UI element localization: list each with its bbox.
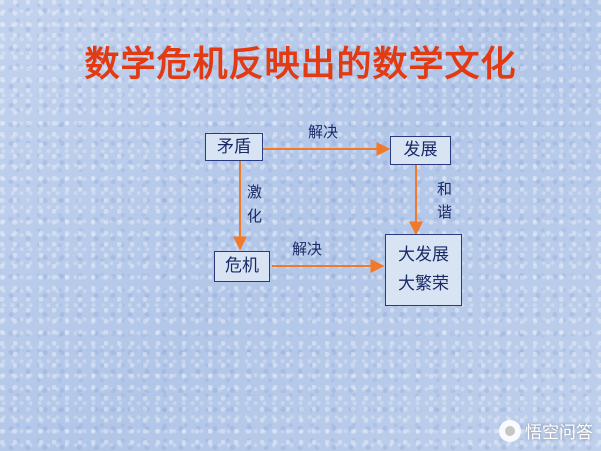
slide-title: 数学危机反映出的数学文化 <box>84 44 517 85</box>
node-crisis: 危机 <box>214 251 270 282</box>
edge-label-intensify-2: 化 <box>247 207 263 225</box>
edge-label-harmony-2: 谐 <box>437 203 453 221</box>
watermark: 悟空问答 <box>499 418 593 443</box>
node-big-prosperity-label: 大繁荣 <box>398 274 449 294</box>
node-crisis-label: 危机 <box>225 256 259 276</box>
watermark-text: 悟空问答 <box>525 423 593 443</box>
node-development-label: 发展 <box>403 140 438 160</box>
node-contradiction: 矛盾 <box>205 133 263 161</box>
node-development: 发展 <box>390 136 451 165</box>
node-big-development-prosperity: 大发展 大繁荣 <box>385 234 462 306</box>
edge-label-bottom-resolve: 解决 <box>292 240 323 258</box>
edge-label-top-resolve: 解决 <box>308 123 339 141</box>
node-contradiction-label: 矛盾 <box>217 137 251 157</box>
toutiao-wenda-logo-icon <box>499 419 521 442</box>
edge-label-intensify-1: 激 <box>247 183 263 201</box>
node-big-development-label: 大发展 <box>398 245 449 265</box>
edge-label-harmony-1: 和 <box>437 180 453 198</box>
